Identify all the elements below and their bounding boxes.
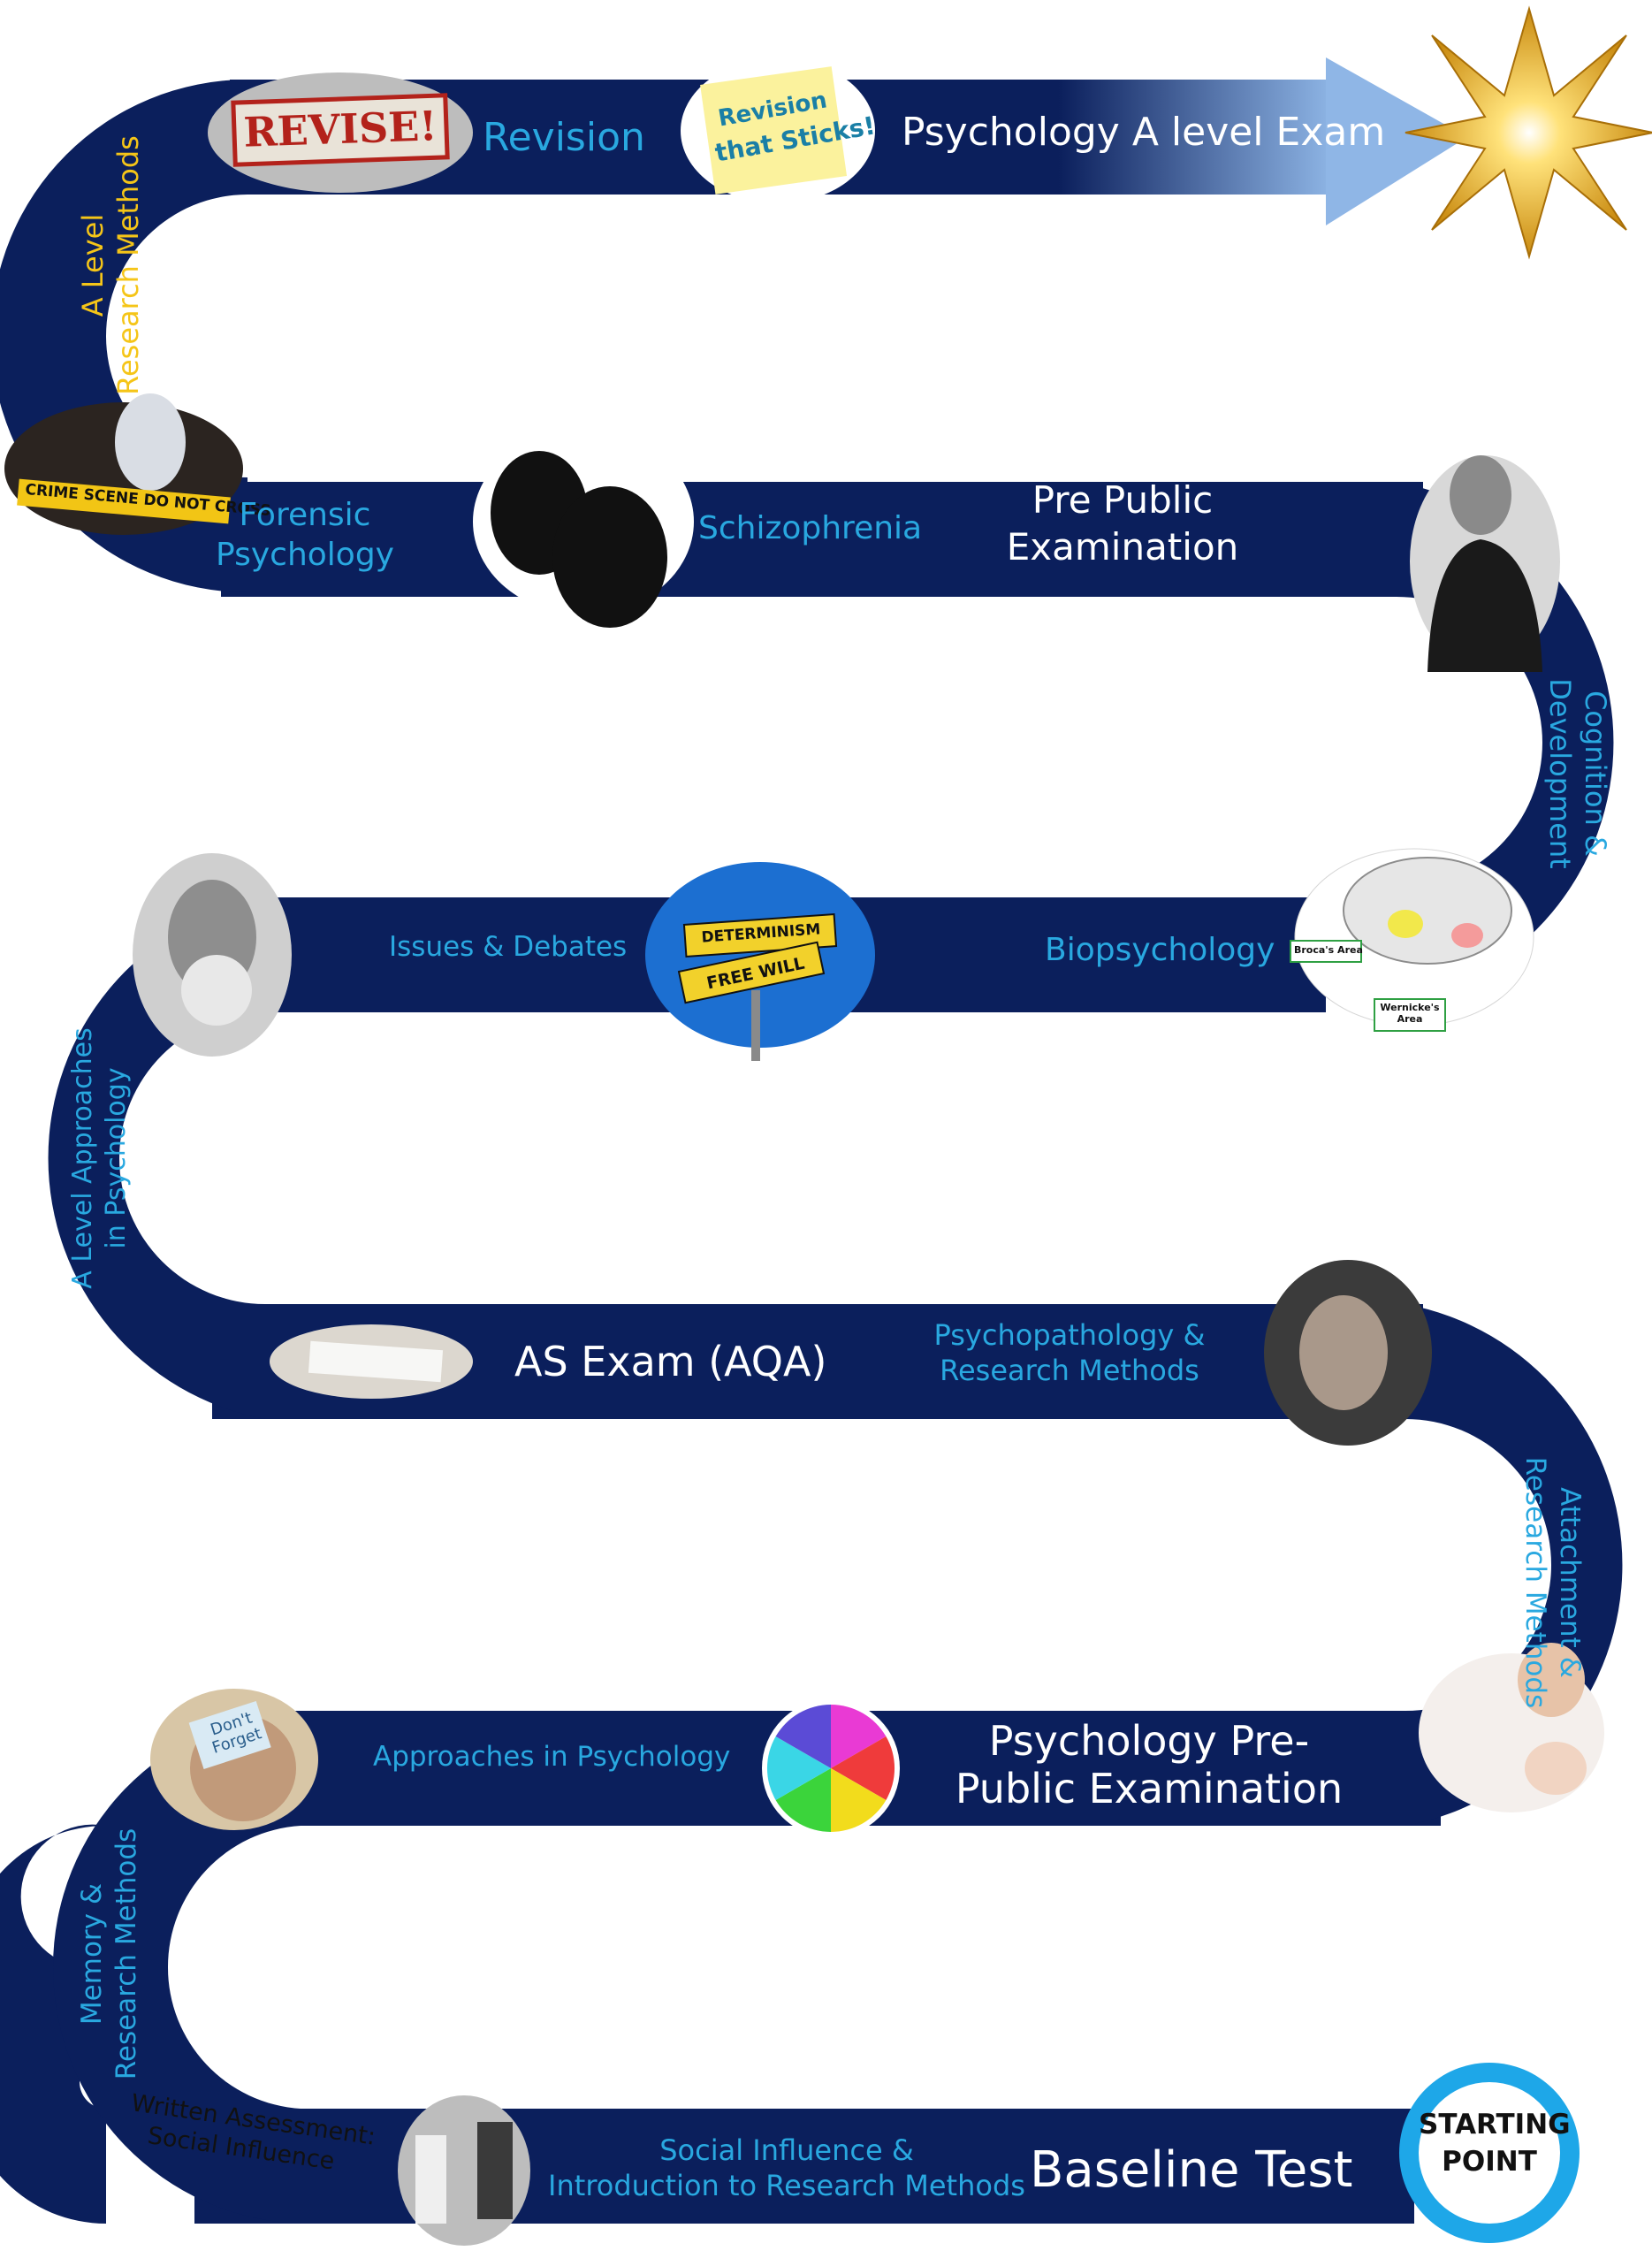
attachment-line1: Attachment & (1554, 1487, 1586, 1678)
curve-label-research-methods: A Level Research Methods (75, 106, 172, 424)
starting-point-text: STARTING POINT (1419, 2107, 1571, 2181)
psychology-ppe-label: Psychology Pre- Public Examination (955, 1717, 1344, 1813)
start-line2: POINT (1442, 2145, 1537, 2178)
social-line1: Social Influence & (659, 2133, 914, 2167)
road (0, 57, 1623, 2224)
wernickes-line2: Area (1397, 1013, 1423, 1026)
approaches-curve-line2: in Psychology (100, 1067, 132, 1249)
wernickes-area-label: Wernicke's Area (1376, 1002, 1443, 1025)
psychology-ppe-line2: Public Examination (955, 1765, 1344, 1813)
issues-debates-label: Issues & Debates (389, 931, 628, 963)
psychopathology-line1: Psychopathology & (933, 1318, 1206, 1352)
attachment-line2: Research Methods (1519, 1456, 1552, 1709)
freud-portrait (133, 853, 292, 1057)
psychopathology-label: Psychopathology & Research Methods (919, 1317, 1220, 1388)
sticky-note-image (681, 58, 875, 203)
cognition-line1: Cognition & (1579, 691, 1612, 857)
revise-badge (208, 72, 473, 193)
wernickes-line1: Wernicke's (1380, 1002, 1440, 1013)
cognition-line2: Development (1543, 678, 1577, 869)
biopsychology-label: Biopsychology (1045, 932, 1275, 968)
start-line1: STARTING (1419, 2109, 1571, 2140)
crime-scene-image (4, 393, 243, 535)
curve-label-line2: Research Methods (111, 135, 145, 395)
exam-writing-image (270, 1324, 473, 1399)
forensic-line2: Psychology (216, 537, 394, 573)
dont-forget-head-image (150, 1689, 318, 1830)
curve-label-line1: A Level (76, 213, 110, 317)
star-icon (1405, 5, 1652, 260)
psychopathology-line2: Research Methods (940, 1354, 1199, 1387)
psychology-ppe-line1: Psychology Pre- (988, 1717, 1310, 1765)
social-influence-image (398, 2095, 530, 2246)
brain-diagram-image (1290, 848, 1534, 1032)
revise-badge-text: REVISE! (242, 102, 438, 156)
curve-label-memory: Memory & Research Methods (75, 1821, 172, 2087)
ppe-line2: Examination (1006, 524, 1239, 568)
as-exam-label: AS Exam (AQA) (514, 1338, 827, 1385)
memory-line2: Research Methods (110, 1828, 142, 2080)
schizophrenia-image (473, 429, 694, 628)
forensic-psychology-label: Forensic Psychology (212, 495, 398, 575)
approaches-label: Approaches in Psychology (373, 1741, 731, 1773)
memory-line1: Memory & (76, 1882, 108, 2026)
approaches-curve-line1: A Level Approaches (67, 1027, 98, 1289)
social-line2: Introduction to Research Methods (548, 2169, 1025, 2202)
curve-label-attachment: Attachment & Research Methods (1489, 1432, 1587, 1733)
baseline-test-label: Baseline Test (1030, 2141, 1353, 2199)
determinism-sign-image (645, 862, 875, 1061)
revision-label: Revision (483, 115, 645, 160)
finish-title: Psychology A level Exam (902, 110, 1386, 155)
starting-point-badge (1399, 2063, 1580, 2243)
social-influence-label: Social Influence & Introduction to Resea… (548, 2133, 1025, 2203)
anxious-person-image (1264, 1260, 1432, 1446)
mother-baby-image (1419, 1643, 1604, 1812)
brocas-area-label: Broca's Area (1294, 944, 1363, 956)
forensic-line1: Forensic (239, 497, 371, 533)
approaches-wheel-image (762, 1699, 900, 1837)
curve-label-cognition: Cognition & Development (1516, 623, 1613, 924)
curve-label-approaches: A Level Approaches in Psychology (66, 1017, 164, 1300)
schizophrenia-label: Schizophrenia (698, 510, 923, 546)
piaget-portrait (1410, 455, 1560, 672)
ppe-line1: Pre Public (1032, 478, 1214, 522)
ppe-label: Pre Public Examination (990, 477, 1255, 570)
